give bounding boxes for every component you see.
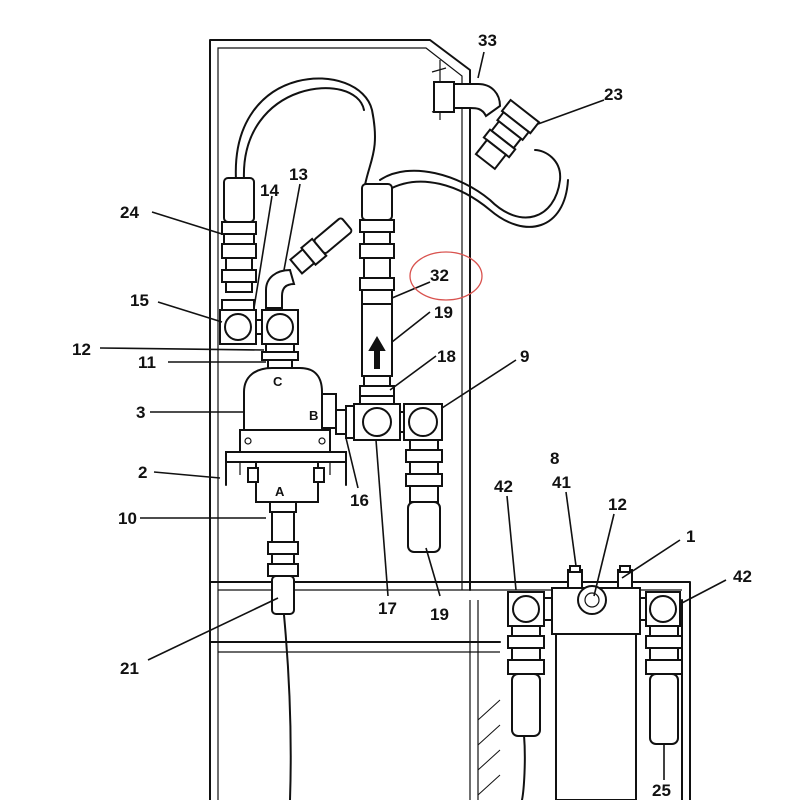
hose-end-24 — [221, 177, 257, 293]
manifold-block — [551, 565, 641, 800]
callout-19-upper: 19 — [434, 303, 453, 322]
tee-17 — [353, 395, 401, 441]
tee-42-right — [639, 591, 681, 627]
callout-8: 8 — [550, 449, 559, 468]
callout-16: 16 — [350, 491, 369, 510]
callout-41: 41 — [552, 473, 571, 492]
nipple-18 — [359, 375, 395, 397]
callout-3: 3 — [136, 403, 145, 422]
hose-end-center — [359, 183, 395, 291]
callout-1: 1 — [686, 527, 695, 546]
callout-17: 17 — [378, 599, 397, 618]
callout-12-right: 12 — [608, 495, 627, 514]
callout-42-right: 42 — [733, 567, 752, 586]
leader-lines — [99, 51, 727, 780]
callout-14: 14 — [260, 181, 279, 200]
callout-2: 2 — [138, 463, 147, 482]
hose-fitting-13 — [289, 217, 353, 275]
straight-fitting-23 — [474, 98, 541, 171]
elbow-13 — [265, 268, 296, 309]
fitting-32 — [361, 289, 393, 305]
port-label-b: B — [309, 408, 318, 423]
tee-42-left — [507, 591, 553, 627]
callout-23: 23 — [604, 85, 623, 104]
callout-12-left: 12 — [72, 340, 91, 359]
callout-19-lower: 19 — [430, 605, 449, 624]
callout-42-left: 42 — [494, 477, 513, 496]
callout-25: 25 — [652, 781, 671, 800]
callout-21: 21 — [120, 659, 139, 678]
callout-18: 18 — [437, 347, 456, 366]
highlight-ellipse-32 — [409, 251, 483, 301]
callout-13: 13 — [289, 165, 308, 184]
tee-15 — [219, 299, 257, 345]
port-label-a: A — [275, 484, 285, 499]
hose-lines — [234, 77, 569, 800]
nipples-11-12 — [261, 343, 299, 371]
flow-indicator-19 — [361, 303, 393, 377]
valve-body-3 — [225, 367, 347, 503]
tee-14 — [255, 309, 299, 345]
adapter-10 — [267, 501, 299, 615]
hose-end-19-lower — [405, 439, 443, 553]
callout-9: 9 — [520, 347, 529, 366]
port-label-c: C — [273, 374, 283, 389]
callout-24: 24 — [120, 203, 139, 222]
callout-15: 15 — [130, 291, 149, 310]
callout-labels: 33 23 24 14 13 32 15 19 12 11 18 9 3 2 1… — [72, 31, 752, 800]
callout-11: 11 — [138, 353, 156, 372]
elbow-fitting-33 — [433, 81, 502, 118]
elbow-9 — [399, 403, 443, 441]
hose-ends-lower-right — [507, 625, 683, 745]
nipple-16 — [335, 405, 355, 439]
callout-32: 32 — [430, 266, 449, 285]
callout-33: 33 — [478, 31, 497, 50]
callout-10: 10 — [118, 509, 137, 528]
